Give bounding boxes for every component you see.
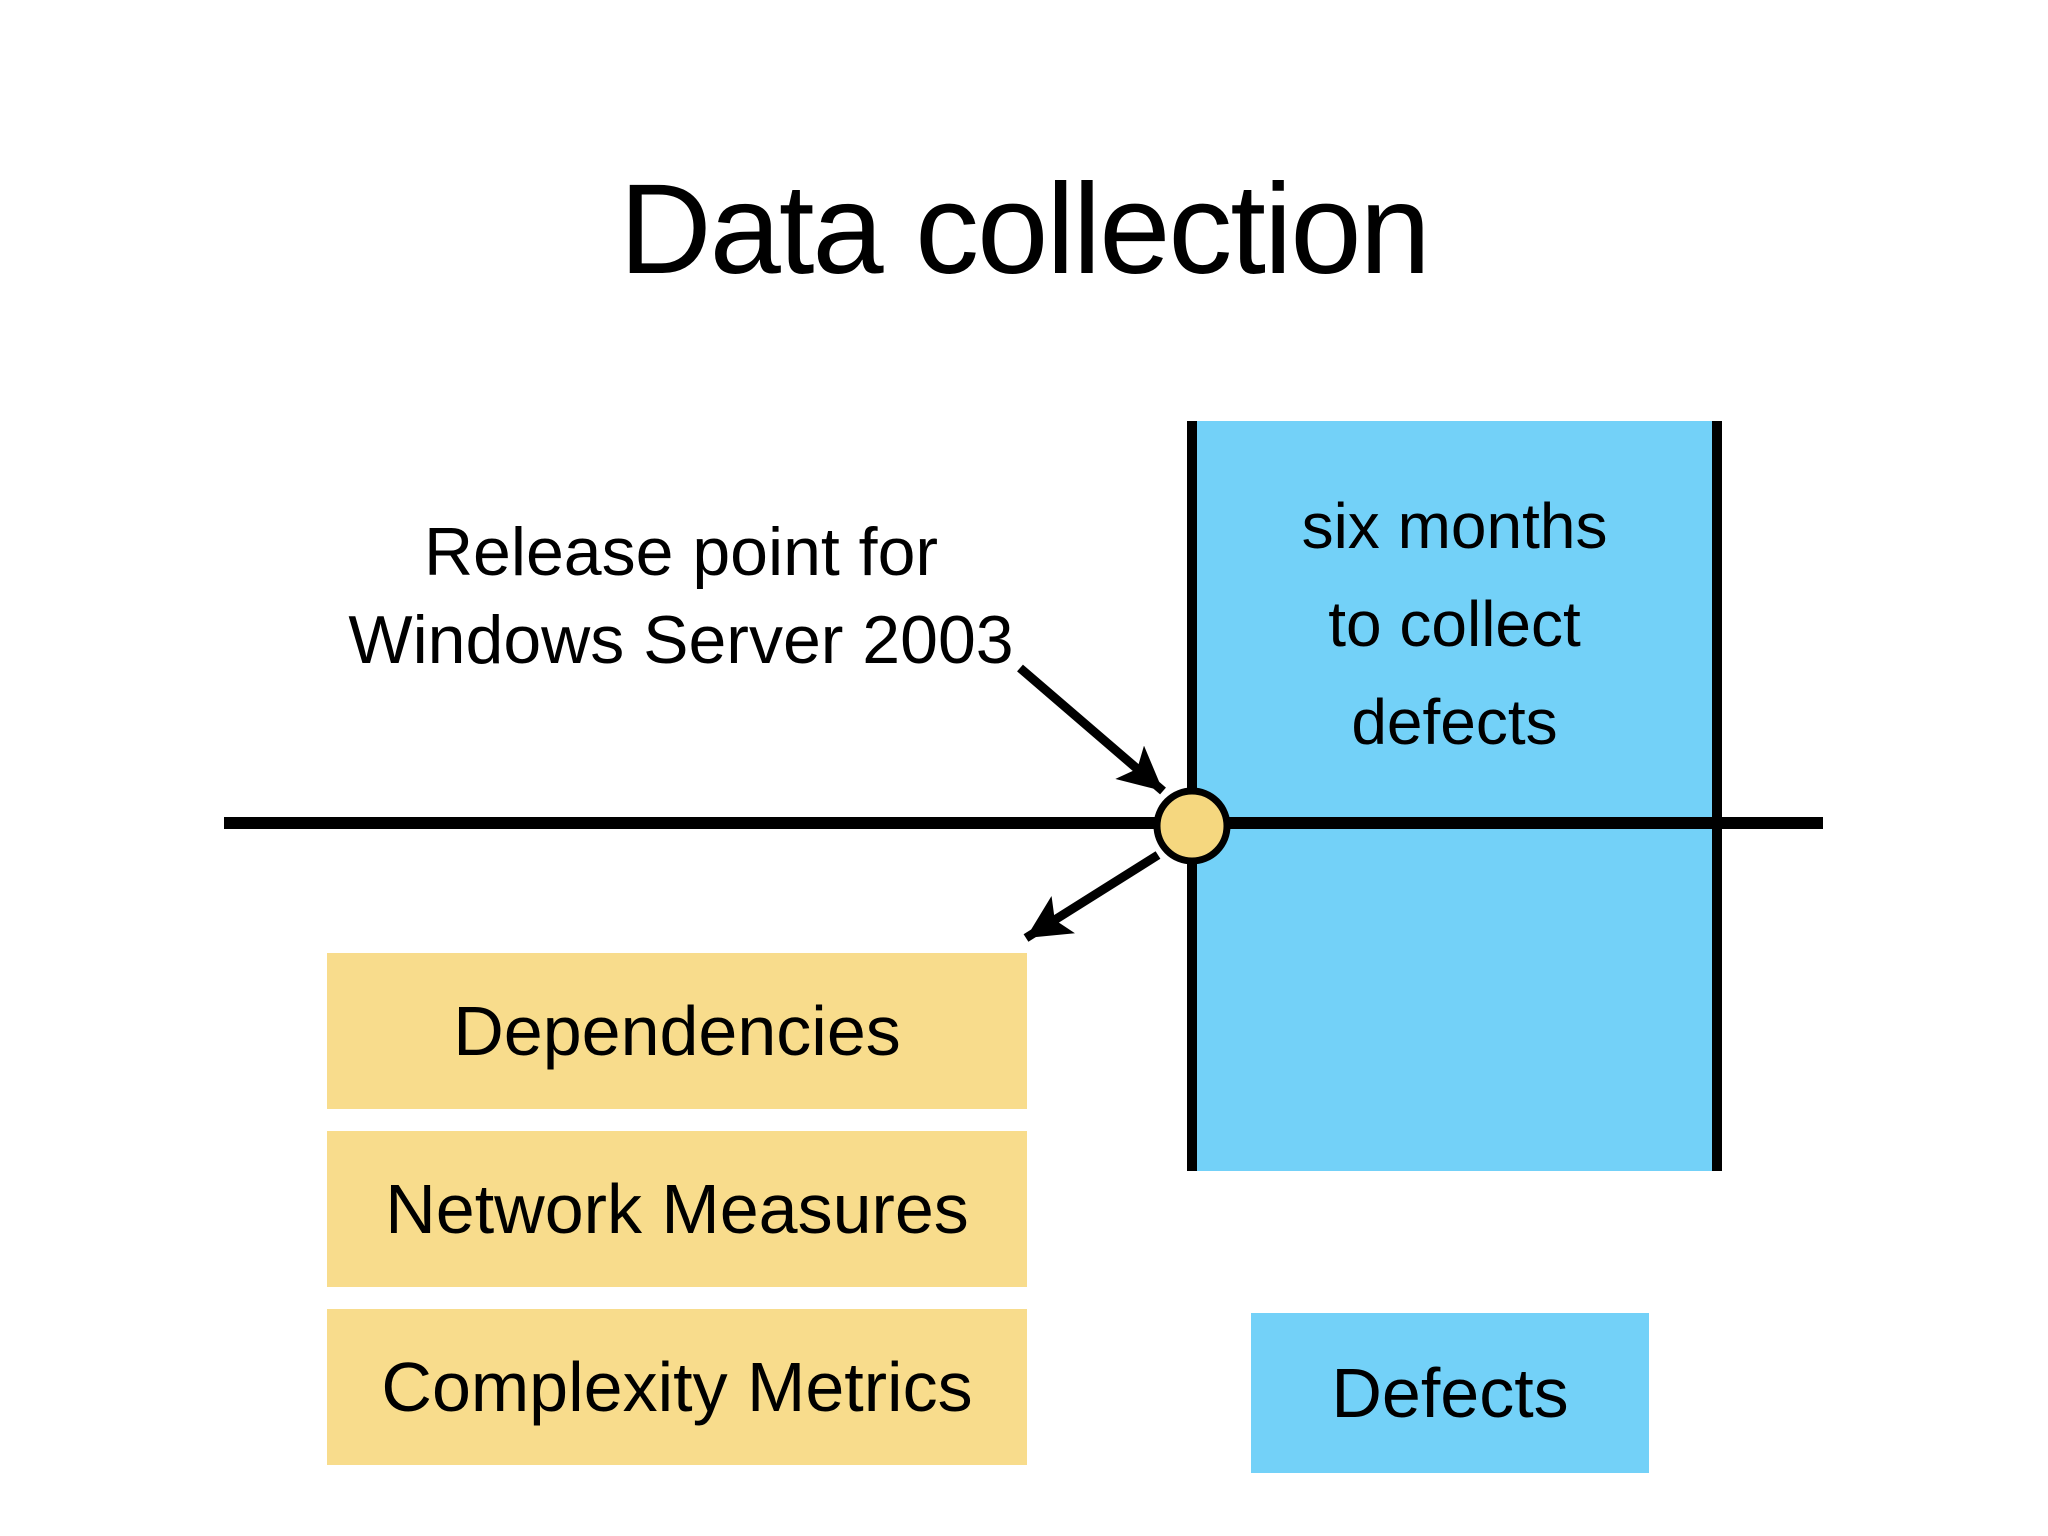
dependencies-box-label: Dependencies [453,992,901,1070]
defects-box-label: Defects [1331,1354,1569,1432]
collect-arrow-down-left-icon [1023,851,1161,942]
complexity-metrics-box-label: Complexity Metrics [381,1348,973,1426]
network-measures-box: Network Measures [327,1131,1027,1287]
six-months-window-label-line3: defects [1351,686,1558,758]
page-title: Data collection [619,158,1431,301]
six-months-window-label-line1: six months [1301,490,1608,562]
six-months-window-label-line2: to collect [1328,588,1581,660]
release-point-label-line2: Windows Server 2003 [348,602,1014,678]
six-months-window-label: six months to collect defects [1197,421,1712,771]
dependencies-box: Dependencies [327,953,1027,1109]
complexity-metrics-box: Complexity Metrics [327,1309,1027,1465]
release-arrow-down-right-icon [1017,664,1166,795]
defects-box: Defects [1251,1313,1649,1473]
release-point-label-line1: Release point for [423,514,939,590]
six-months-window-box: six months to collect defects [1187,421,1722,1171]
release-point-label: Release point for Windows Server 2003 [331,508,1031,684]
network-measures-box-label: Network Measures [385,1170,969,1248]
